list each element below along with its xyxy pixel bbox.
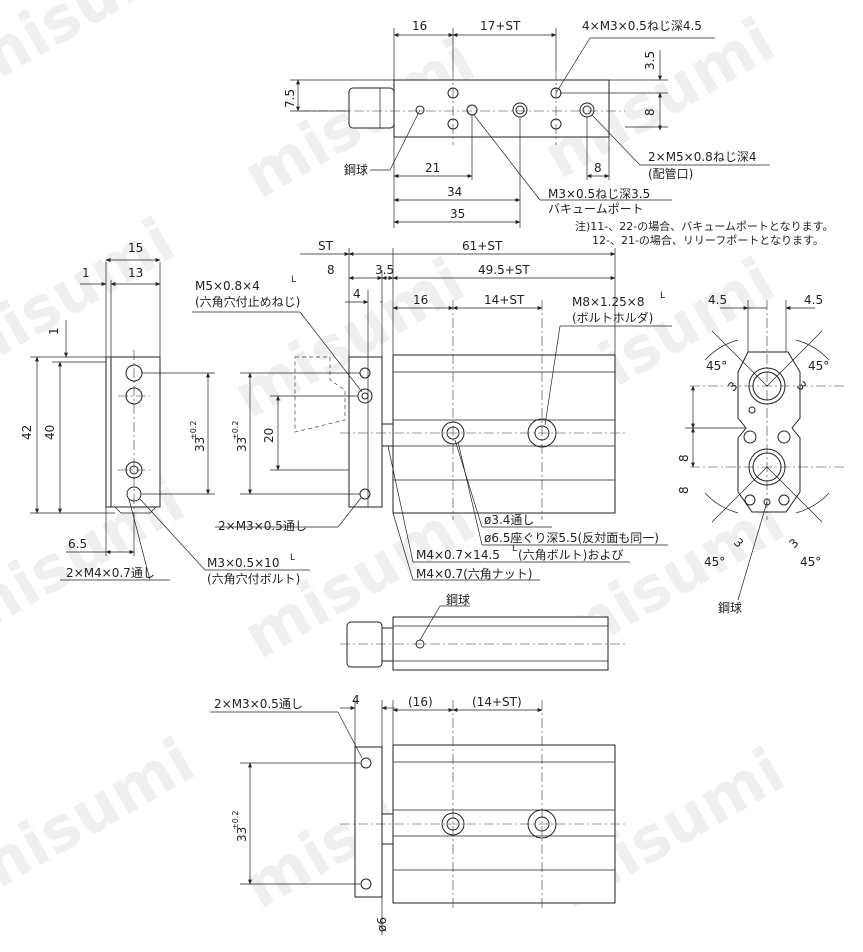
dim-34: 34: [447, 185, 462, 199]
label-m8: M8×1.25×8: [572, 295, 644, 309]
label-steel-ball-top: 鋼球: [344, 163, 368, 177]
label-hole-3-4: ø3.4通し: [484, 513, 534, 527]
dim-14st-paren: (14+ST): [472, 695, 522, 709]
dim-8-right: 8: [643, 108, 657, 116]
label-m8-sup: L: [660, 291, 665, 301]
label-m3-through-front: 2×M3×0.5通し: [218, 519, 307, 533]
label-m5-port-sub: (配管口): [648, 166, 693, 181]
dim-33-tol-front: ±0.2: [231, 421, 240, 440]
dim-16-front: 16: [413, 293, 428, 307]
dim-33-bottom: 33: [235, 827, 249, 842]
dim-40: 40: [43, 425, 57, 440]
dim-3-5: 3.5: [643, 51, 657, 70]
dim-6-dia: ø6: [375, 917, 389, 932]
dim-8-ports: 8: [594, 161, 602, 175]
label-steel-ball-right: 鋼球: [718, 601, 742, 615]
dim-42: 42: [20, 425, 34, 440]
angle-45-2: 45°: [808, 359, 829, 373]
label-m4-through: 2×M4×0.7通し: [66, 566, 155, 580]
svg-text:misumi: misumi: [0, 463, 196, 653]
label-vac-port: M3×0.5ねじ深3.5: [548, 187, 650, 201]
label-m3-bolt-sub: (六角穴付ボルト): [207, 571, 300, 586]
dim-35: 35: [450, 207, 465, 221]
label-m5-port: 2×M5×0.8ねじ深4: [648, 150, 756, 164]
dim-st: ST: [318, 239, 334, 253]
dim-14st: 14+ST: [484, 293, 525, 307]
label-m5-set-sub: (六角穴付止めねじ): [195, 294, 300, 309]
left-view: 15 1 13 1 42 40 33 ±0.2 6.5 M3×0.5×10 L …: [20, 241, 310, 586]
dim-1-vert: 1: [47, 327, 61, 335]
label-m3-bolt: M3×0.5×10: [207, 556, 279, 570]
dim-13: 13: [128, 266, 143, 280]
angle-45-3: 45°: [704, 555, 725, 569]
dim-8-a: 8: [677, 454, 691, 462]
dim-15: 15: [128, 241, 143, 255]
label-m4-bolt: M4×0.7×14.5: [416, 548, 500, 562]
svg-text:misumi: misumi: [0, 0, 206, 103]
dim-33-tol-bottom: ±0.2: [231, 811, 240, 830]
dim-4-5-a: 4.5: [708, 293, 727, 307]
mid-view: 鋼球: [340, 593, 625, 671]
dim-4-bottom: 4: [352, 693, 360, 707]
dim-21: 21: [425, 161, 440, 175]
dim-16-paren: (16): [408, 695, 433, 709]
label-m4-bolt-rest: (六角ボルト)および: [518, 548, 623, 562]
label-m5-set-sup: L: [291, 275, 296, 285]
dim-1: 1: [82, 266, 90, 280]
dim-7-5: 7.5: [283, 89, 297, 108]
dim-8-front: 8: [327, 263, 335, 277]
bottom-view: 4 (16) (14+ST) 33 ±0.2 ø6 2×M3×0.5通し: [210, 693, 625, 935]
dim-4-5-b: 4.5: [804, 293, 823, 307]
svg-text:misumi: misumi: [0, 723, 206, 913]
dim-3-5-front: 3.5: [375, 263, 394, 277]
dim-17st: 17+ST: [480, 19, 521, 33]
label-m3-bolt-sup: L: [290, 553, 295, 563]
label-m8-sub: (ボルトホルダ): [572, 310, 653, 325]
label-steel-ball-mid: 鋼球: [446, 593, 470, 607]
label-m4-nut: M4×0.7(六角ナット): [416, 567, 533, 581]
top-view: 16 17+ST 4×M3×0.5ねじ深4.5 3.5 8 7.5 鋼球 21 …: [283, 19, 833, 247]
dim-33-tol-left: ±0.2: [189, 421, 198, 440]
dim-16: 16: [412, 19, 427, 33]
label-thread-top: 4×M3×0.5ねじ深4.5: [582, 19, 702, 33]
dim-8-b: 8: [677, 486, 691, 494]
angle-45-1: 45°: [706, 359, 727, 373]
label-vac-port-sub: バキュームポート: [548, 202, 644, 216]
note-2: 12-、21-の場合、リリーフポートとなります。: [592, 233, 824, 247]
dim-49-5st: 49.5+ST: [478, 263, 530, 277]
label-cbore: ø6.5座ぐり深5.5(反対面も同一): [484, 530, 659, 545]
label-m5-set: M5×0.8×4: [195, 279, 260, 293]
angle-45-4: 45°: [800, 555, 821, 569]
front-view: ST 61+ST 8 3.5 49.5+ST 4 16 14+ST 33 ±0.…: [192, 239, 672, 581]
label-m4-bolt-sup: L: [512, 544, 517, 554]
dim-33-left: 33: [193, 437, 207, 452]
dim-20: 20: [262, 428, 276, 443]
note-1: 注)11-、22-の場合、バキュームポートとなります。: [575, 219, 833, 233]
dim-33-front: 33: [235, 437, 249, 452]
label-m3-through-bottom: 2×M3×0.5通し: [214, 697, 303, 711]
dim-4-front: 4: [353, 287, 361, 301]
dim-6-5: 6.5: [68, 537, 87, 551]
dim-61st: 61+ST: [462, 239, 503, 253]
